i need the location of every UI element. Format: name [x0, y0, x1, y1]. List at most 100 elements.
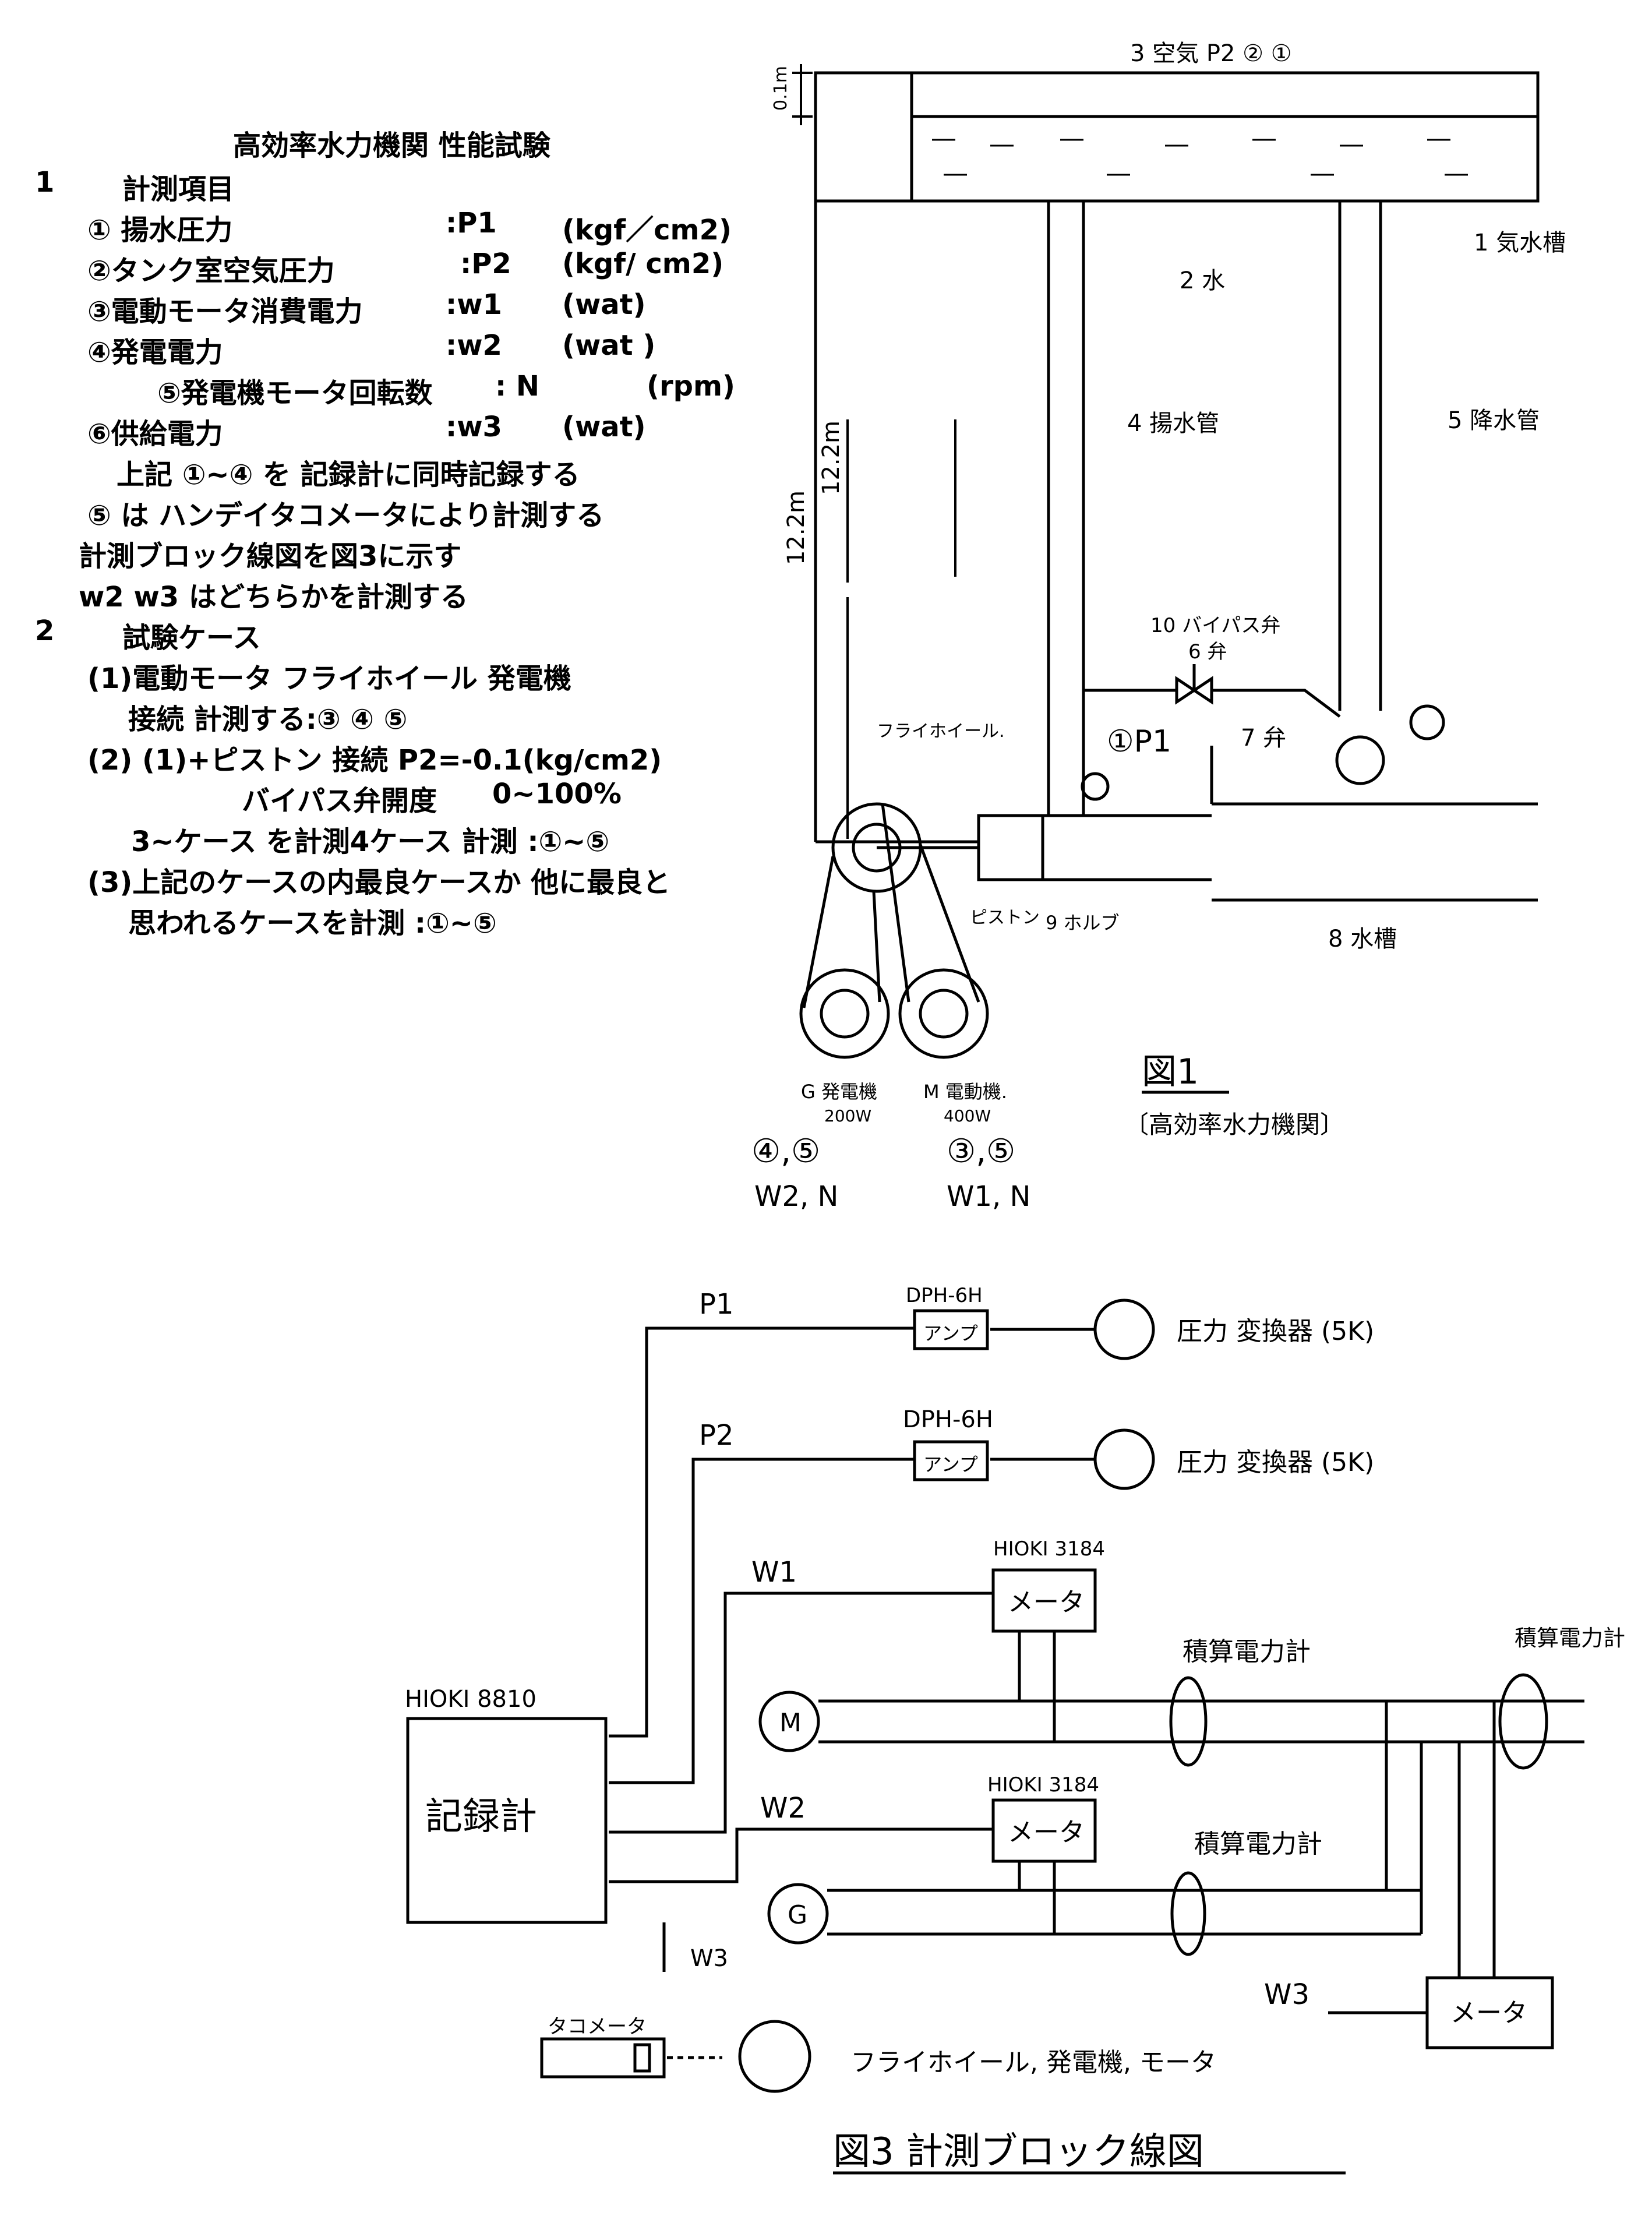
section1-number: 1 — [35, 166, 55, 199]
piston-label: ピストン — [970, 908, 1040, 928]
wattmeter2-label: 積算電力計 — [1194, 1829, 1322, 1859]
generator-hub-icon — [820, 989, 870, 1039]
meter2-label: メータ — [1008, 1818, 1085, 1847]
tachometer-sensor — [633, 2043, 651, 2073]
case-line: (3)上記のケースの内最良ケースか 他に最良と — [87, 866, 671, 899]
generator-symbol: W2, N — [754, 1180, 838, 1213]
gauge-icon — [1081, 772, 1110, 801]
generator-icon — [799, 968, 890, 1059]
transducer1-label: 圧力 変換器 (5K) — [1177, 1317, 1374, 1346]
dph1-label: DPH-6H — [906, 1284, 983, 1307]
tachometer-box — [540, 2037, 666, 2079]
item-symbol: :w1 — [446, 288, 502, 321]
motor-icon — [898, 968, 989, 1059]
p2-label: P2 — [699, 1419, 733, 1452]
note: w2 w3 はどちらかを計測する — [79, 581, 468, 613]
generator-label: G 発電機 — [801, 1081, 877, 1103]
pipe9-label: 9 ホルブ — [1046, 912, 1120, 934]
p2-signal-line — [609, 1458, 915, 1784]
recorder-label: 記録計 — [425, 1795, 537, 1839]
bottom-tank-label: 8 水槽 — [1328, 926, 1397, 952]
meter1-label: メータ — [1008, 1587, 1085, 1617]
case-line: 思われるケースを計測 :①~⑤ — [128, 907, 497, 940]
wattmeter3-label: 積算電力計 — [1515, 1625, 1625, 1651]
case-line: 3~ケース を計測4ケース 計測 :①~⑤ — [131, 825, 610, 858]
belt — [802, 856, 835, 1008]
item-symbol: : N — [495, 370, 540, 403]
valve6-label: 6 弁 — [1188, 640, 1227, 664]
flywheel-label: フライホイール. — [877, 721, 1005, 742]
amp2-box — [913, 1440, 989, 1481]
item-unit: (kgf/ cm2) — [562, 248, 724, 280]
document-title: 高効率水力機関 性能試験 — [233, 129, 550, 162]
section1-heading: 計測項目 — [122, 173, 235, 206]
wattmeter1-icon — [1169, 1676, 1208, 1767]
amp2-label: アンプ — [923, 1453, 978, 1476]
water-label: 2 水 — [1180, 267, 1225, 294]
item-label: ⑥供給電力 — [87, 418, 223, 450]
valve7-icon — [1335, 735, 1385, 785]
recorder-model-label: HIOKI 8810 — [405, 1686, 536, 1713]
note: 上記 ①~④ を 記録計に同時記録する — [117, 458, 580, 491]
w3-output-label: W3 — [1264, 1978, 1309, 2011]
figure1-labels: 0.1m 3 空気 P2 ② ① 1 気水槽 2 水 4 揚水管 5 降水管 1… — [751, 40, 1566, 1213]
w2-label: W2 — [760, 1792, 806, 1825]
w2-signal-line — [609, 1827, 993, 1883]
height-label: 12.2m — [818, 421, 845, 495]
item-label: ① 揚水圧力 — [87, 214, 233, 246]
item-unit: (wat) — [562, 288, 646, 321]
wattmeter1-label: 積算電力計 — [1182, 1637, 1311, 1667]
item-symbol: :w2 — [446, 329, 502, 362]
gauge1-icon — [1409, 704, 1445, 740]
belt — [872, 891, 881, 1003]
downcomer-label: 5 降水管 — [1448, 407, 1540, 434]
transducer2-label: 圧力 変換器 (5K) — [1177, 1448, 1374, 1477]
w1-signal-line — [609, 1592, 993, 1834]
case-line: 接続 計測する:③ ④ ⑤ — [128, 703, 408, 736]
height-label: 12.2m — [783, 491, 810, 565]
motor-measure: ③,⑤ — [947, 1132, 1015, 1170]
section2-heading: 試験ケース — [122, 622, 261, 654]
rotating-label: フライホイール, 発電機, モータ — [850, 2048, 1216, 2077]
w1-label: W1 — [751, 1556, 797, 1589]
motor-label: M — [779, 1708, 802, 1738]
note: ⑤ は ハンデイタコメータにより計測する — [87, 499, 605, 532]
item-label: ③電動モータ消費電力 — [87, 295, 363, 328]
hioki2-label: HIOKI 3184 — [987, 1773, 1099, 1797]
motor-icon — [758, 1691, 820, 1752]
section2-number: 2 — [35, 615, 55, 647]
top-dim-label: 0.1m — [771, 66, 791, 111]
figure1-subcaption: 〔高効率水力機関〕 — [1124, 1110, 1344, 1139]
figure3-caption: 図3 計測ブロック線図 — [833, 2130, 1204, 2173]
case-line: (1)電動モータ フライホイール 発電機 — [87, 662, 571, 695]
bypass-valve-icon — [1175, 676, 1213, 705]
item-symbol: :w3 — [446, 411, 502, 443]
w3-label: W3 — [690, 1945, 728, 1972]
belt — [881, 803, 910, 1003]
top-tank — [814, 71, 1540, 203]
meter1-box — [991, 1568, 1097, 1633]
p1-signal-line — [609, 1326, 915, 1738]
case-line: バイパス弁開度 — [242, 785, 437, 817]
transducer2-icon — [1093, 1428, 1155, 1490]
figure3 — [406, 1299, 1584, 2175]
bypass-pipe-2 — [1212, 689, 1341, 718]
generator-label: G — [788, 1900, 807, 1930]
recorder-box — [406, 1717, 608, 1924]
item-unit: (rpm) — [647, 370, 735, 403]
generator-icon — [767, 1883, 829, 1945]
tank-label: 1 気水槽 — [1474, 230, 1566, 256]
wattmeter3-icon — [1498, 1673, 1548, 1770]
valve7-label: 7 弁 — [1241, 725, 1286, 751]
p1-label: P1 — [699, 1288, 733, 1321]
motor-label: M 電動機. — [923, 1081, 1007, 1103]
wattmeter2-icon — [1170, 1871, 1206, 1956]
item-symbol: :P2 — [460, 248, 511, 280]
dph2-label: DPH-6H — [903, 1406, 993, 1433]
motor-symbol: W1, N — [947, 1180, 1030, 1213]
note: 計測ブロック線図を図3に示す — [79, 540, 462, 573]
water-dashes — [932, 139, 1468, 176]
meter3-label: メータ — [1450, 1998, 1527, 2028]
item-label: ②タンク室空気圧力 — [87, 255, 335, 287]
motor-hub-icon — [919, 989, 969, 1039]
